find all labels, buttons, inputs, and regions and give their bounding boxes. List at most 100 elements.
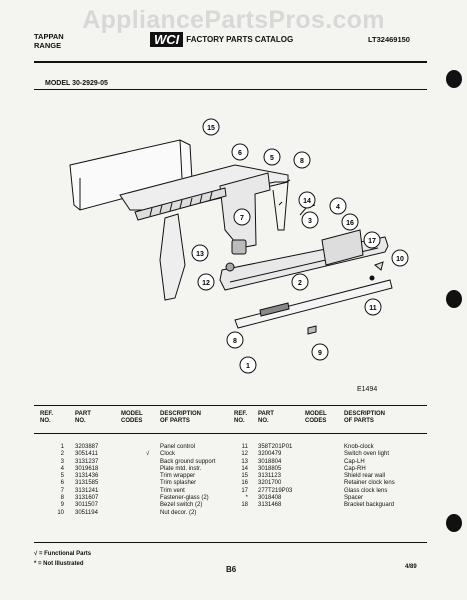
table-cell: 16 <box>241 480 248 487</box>
svg-text:13: 13 <box>196 251 204 258</box>
table-cell: 10 <box>57 509 64 516</box>
svg-text:11: 11 <box>369 305 377 312</box>
revision-date: 4/89 <box>405 564 417 570</box>
product-type: RANGE <box>34 41 62 50</box>
table-cell: 17 <box>241 487 248 494</box>
col-ref-left: REF.NO. <box>40 411 54 424</box>
callout-12: 12 <box>197 273 215 291</box>
svg-text:16: 16 <box>346 220 354 227</box>
table-cell <box>146 480 149 487</box>
svg-text:9: 9 <box>318 350 322 357</box>
table-cell: 3200479 <box>258 451 282 458</box>
table-cell: 18 <box>241 502 248 509</box>
table-cell: 3011507 <box>75 502 98 509</box>
watermark: AppliancePartsPros.com <box>82 6 385 34</box>
callout-15: 15 <box>202 118 220 136</box>
table-cell: Cap-LH <box>344 458 365 465</box>
table-cell: Trim vent <box>160 487 185 494</box>
left-code-column: √ <box>146 444 149 517</box>
svg-text:14: 14 <box>303 198 311 205</box>
table-cell: 8 <box>60 495 64 502</box>
table-cell: 3131436 <box>75 473 99 480</box>
table-cell: 3131468 <box>258 502 282 509</box>
callout-11: 11 <box>364 298 382 316</box>
table-cell: Trim wrapper <box>160 473 196 480</box>
support-bracket-shape <box>159 213 186 301</box>
table-cell: 3018804 <box>258 458 282 465</box>
exploded-parts-diagram: 15 6 5 8 14 3 4 16 7 13 12 17 10 2 11 8 … <box>69 118 409 374</box>
callout-13: 13 <box>191 244 209 262</box>
table-header-rule <box>34 433 427 434</box>
table-cell: 12 <box>241 451 248 458</box>
table-cell <box>146 466 149 473</box>
callout-8: 8 <box>226 331 244 349</box>
col-ref-right: REF.NO. <box>234 411 248 424</box>
table-cell: 7 <box>60 487 64 494</box>
table-cell: 14 <box>241 465 248 472</box>
svg-text:6: 6 <box>238 150 242 157</box>
table-cell: 3018805 <box>258 465 282 472</box>
callout-8-top: 8 <box>293 151 311 169</box>
table-cell: 5 <box>60 473 64 480</box>
footnote-not-illustrated: * = Not Illustrated <box>34 561 84 567</box>
callout-1: 1 <box>239 356 257 374</box>
table-cell: Retainer clock lens <box>344 480 395 487</box>
callout-14: 14 <box>298 191 316 209</box>
table-cell: 15 <box>241 473 248 480</box>
svg-text:3: 3 <box>308 218 312 225</box>
svg-text:4: 4 <box>336 204 340 211</box>
punch-hole-middle <box>446 290 462 308</box>
table-cell: 3131237 <box>75 458 99 465</box>
catalog-title: WCI FACTORY PARTS CATALOG <box>150 32 293 47</box>
punch-hole-bottom <box>446 514 462 532</box>
table-cell <box>146 488 149 495</box>
table-cell: * <box>245 495 248 502</box>
table-cell: 3051411 <box>75 451 98 458</box>
table-cell: Shield rear wall <box>344 473 386 480</box>
catalog-label: FACTORY PARTS CATALOG <box>186 35 294 44</box>
svg-text:7: 7 <box>240 215 244 222</box>
brand-name: TAPPAN <box>34 32 64 41</box>
callout-9: 9 <box>311 343 329 361</box>
callout-4: 4 <box>329 197 347 215</box>
table-cell: 3018408 <box>258 495 282 502</box>
model-rule <box>34 89 427 90</box>
table-cell <box>146 473 149 480</box>
table-cell <box>146 502 149 509</box>
figure-id: E1494 <box>357 386 378 393</box>
table-cell: 277T219P03 <box>258 487 293 494</box>
svg-text:17: 17 <box>368 238 376 245</box>
table-cell: 3203887 <box>75 444 99 450</box>
brand-block: TAPPAN RANGE <box>34 32 64 50</box>
table-cell: 2 <box>60 451 64 458</box>
svg-text:8: 8 <box>300 158 304 165</box>
table-cell: 11 <box>241 444 248 450</box>
svg-text:2: 2 <box>298 280 302 287</box>
table-cell: 9 <box>60 502 64 509</box>
table-cell: 358T201P01 <box>258 444 293 450</box>
table-cell: 3 <box>60 458 64 465</box>
footnote-functional: √ = Functional Parts <box>34 551 92 557</box>
table-bottom-rule <box>34 542 427 543</box>
table-cell: Trim splasher <box>160 480 197 487</box>
model-number: MODEL 30-2929-05 <box>45 80 108 87</box>
callout-7: 7 <box>233 208 251 226</box>
punch-hole-top <box>446 70 462 88</box>
table-cell: Nut decor. (2) <box>160 509 197 516</box>
table-cell: 3051194 <box>75 509 98 516</box>
svg-text:10: 10 <box>396 256 404 263</box>
table-cell: Panel control <box>160 444 196 450</box>
table-cell: √ <box>146 451 150 458</box>
table-cell <box>146 459 149 466</box>
table-cell: Glass clock lens <box>344 487 388 494</box>
table-cell: 3131123 <box>258 473 281 480</box>
callout-16: 16 <box>341 213 359 231</box>
